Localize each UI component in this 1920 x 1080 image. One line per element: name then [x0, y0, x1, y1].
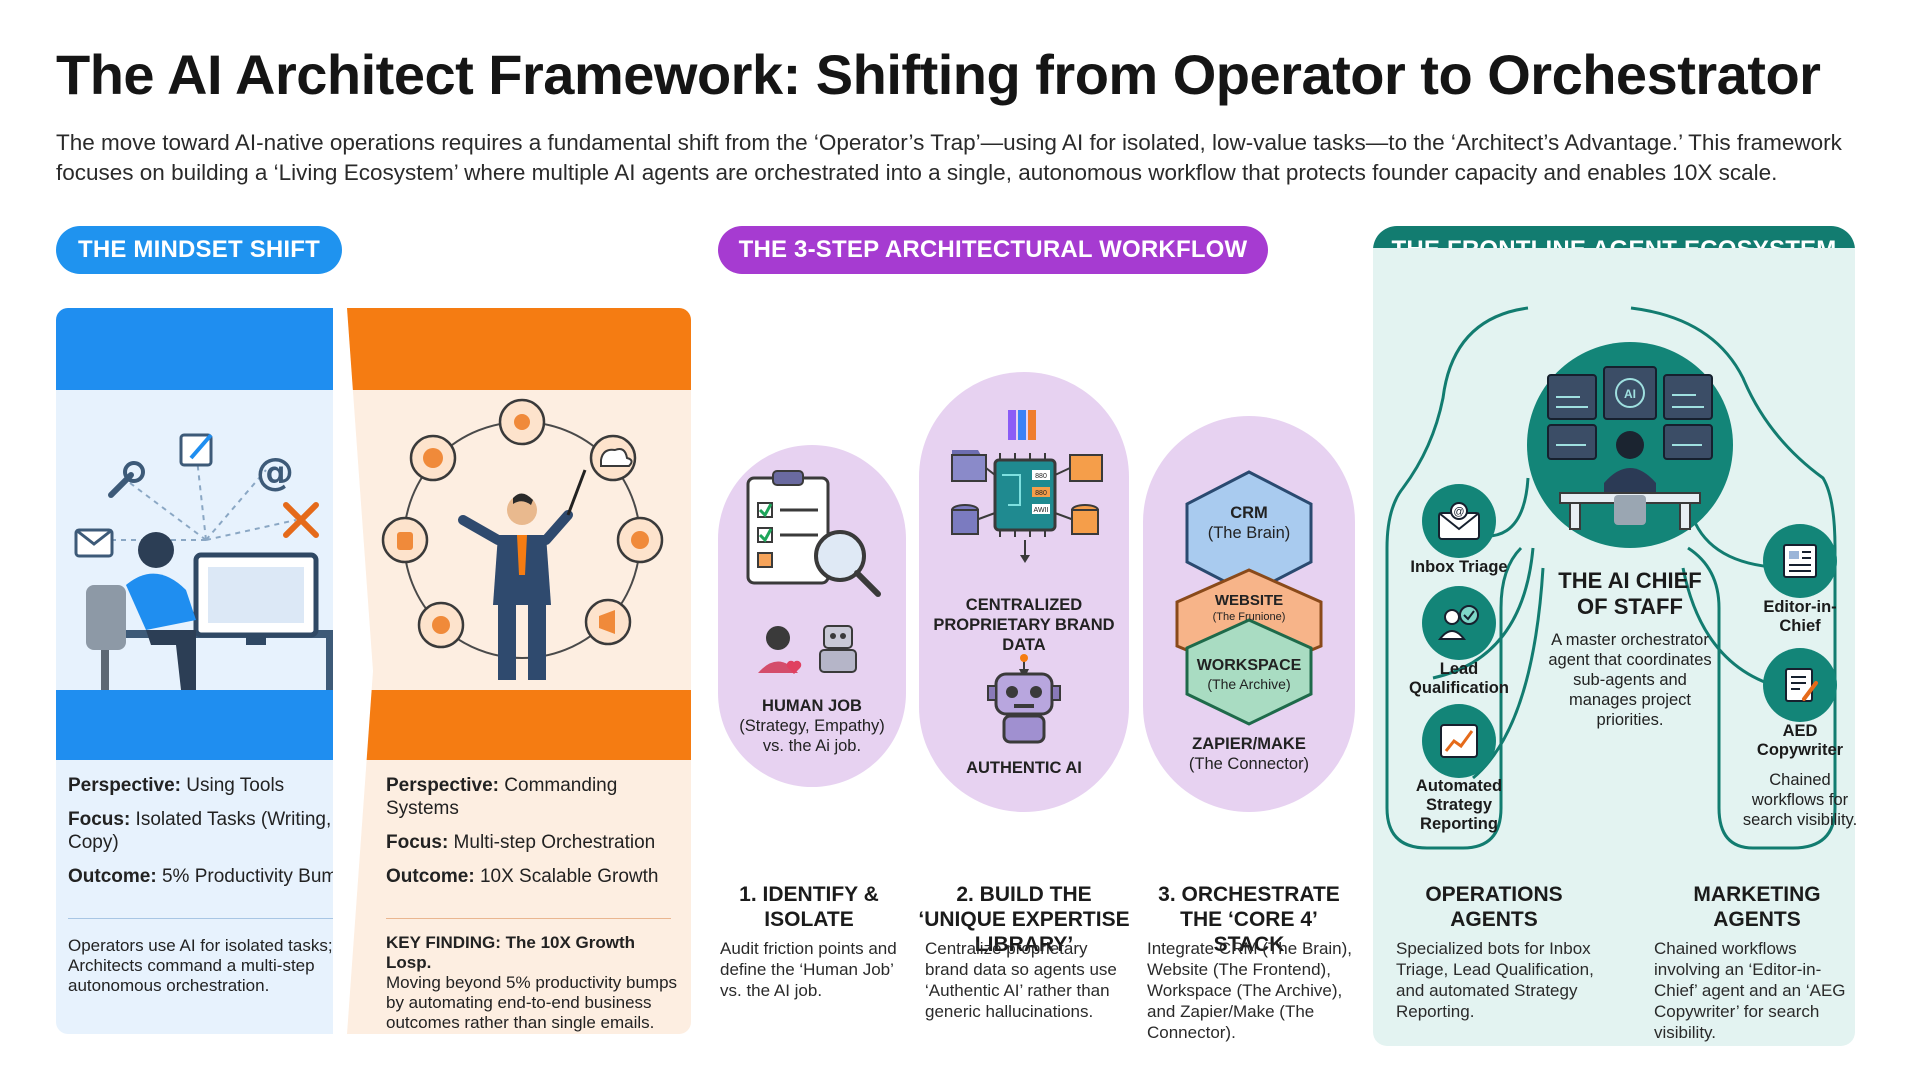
- operator-illustration: @: [74, 433, 346, 690]
- authentic-ai-label: AUTHENTIC AI: [966, 759, 1082, 777]
- chip-label-2: 880: [1035, 490, 1047, 497]
- capsule-human-job-text: HUMAN JOB (Strategy, Empathy) vs. the Ai…: [728, 696, 896, 756]
- document-pen-icon: [1785, 668, 1818, 702]
- operator-focus-label: Focus:: [68, 809, 131, 830]
- architect-top-band: [333, 308, 691, 390]
- robot-icon: [823, 625, 853, 649]
- architect-perspective: Commanding Systems: [386, 775, 618, 819]
- website-sub: (The Frunione): [1212, 611, 1286, 623]
- aed-copywriter-circle: [1763, 648, 1837, 722]
- architect-mid-band: [333, 690, 691, 760]
- chip-label-3: AWII: [1034, 507, 1049, 514]
- envelope-icon: @: [1438, 502, 1480, 540]
- workspace-label: WORKSPACE: [1196, 657, 1302, 674]
- operator-outcome: 5% Productivity Bump: [156, 866, 348, 887]
- user-check-icon: [1437, 605, 1479, 640]
- lead-qualification-circle: [1422, 586, 1496, 660]
- website-label: WEBSITE: [1214, 592, 1284, 609]
- zapier-label: ZAPIER/MAKE: [1192, 735, 1306, 753]
- at-sign-icon: @: [256, 450, 294, 494]
- envelope-icon: [74, 528, 114, 558]
- step-3-desc: Integrate CRM (The Brain), Website (The …: [1147, 939, 1353, 1042]
- chief-of-staff-circle: AI: [1527, 342, 1733, 548]
- operator-outcome-label: Outcome:: [68, 866, 157, 887]
- operator-mid-band: [56, 690, 366, 760]
- operator-panel: @ Perspective: Using Tools Focus: Isolat…: [56, 308, 366, 1034]
- step-1-desc: Audit friction points and define the ‘Hu…: [720, 939, 897, 1000]
- human-job-label: HUMAN JOB: [762, 697, 862, 715]
- architect-focus-label: Focus:: [386, 832, 449, 853]
- inbox-triage-label: Inbox Triage: [1410, 558, 1508, 576]
- section-header-mindset: THE MINDSET SHIFT: [56, 226, 342, 274]
- editor-in-chief-circle: [1763, 524, 1837, 598]
- operator-top-band: [56, 308, 366, 390]
- aed-copywriter-desc: Chained workflows for search visibility.: [1742, 771, 1858, 829]
- editor-in-chief-label: Editor-in-Chief: [1763, 598, 1837, 635]
- step-1-title: 1. IDENTIFY & ISOLATE: [739, 883, 879, 931]
- library-chip-icon: 880 880 AWII: [951, 410, 1103, 563]
- marketing-agents-title: MARKETING AGENTS: [1693, 883, 1821, 931]
- architect-illustration: [381, 398, 664, 680]
- crm-text: CRM (The Brain): [1163, 503, 1335, 543]
- strategy-reporting-label: Automated Strategy Reporting: [1415, 777, 1503, 833]
- wrench-icon: [108, 461, 145, 498]
- operator-focus: Isolated Tasks (Writing, Copy): [68, 809, 332, 853]
- inbox-triage-circle: @: [1422, 484, 1496, 558]
- operator-perspective-label: Perspective:: [68, 775, 182, 796]
- screen-ai-label: AI: [1624, 387, 1636, 401]
- architect-finding: KEY FINDING: The 10X Growth Losp. Moving…: [386, 933, 681, 1033]
- architect-facts: Perspective: Commanding Systems Focus: M…: [386, 774, 686, 899]
- strategy-reporting-circle: [1422, 704, 1496, 778]
- architect-outcome: 10X Scalable Growth: [474, 866, 659, 887]
- edit-icon: [179, 433, 213, 467]
- operator-facts: Perspective: Using Tools Focus: Isolated…: [68, 774, 358, 899]
- architect-divider: [386, 918, 671, 919]
- lead-qualification-label: Lead Qualification: [1409, 660, 1509, 697]
- crm-sub: (The Brain): [1207, 524, 1291, 542]
- authentic-ai-robot-icon: [987, 654, 1061, 744]
- section-header-workflow: THE 3-STEP ARCHITECTURAL WORKFLOW: [718, 226, 1268, 274]
- brand-data-label: CENTRALIZED PROPRIETARY BRAND DATA: [933, 596, 1115, 654]
- workspace-text: WORKSPACE (The Archive): [1163, 656, 1335, 694]
- marketing-agents-desc: Chained workflows involving an ‘Editor-i…: [1654, 939, 1846, 1042]
- command-center-icon: AI: [1547, 366, 1713, 530]
- svg-text:@: @: [1453, 506, 1464, 518]
- zapier-sub: (The Connector): [1188, 755, 1310, 773]
- workspace-hexagon: [1185, 618, 1313, 726]
- architect-outcome-label: Outcome:: [386, 866, 475, 887]
- key-finding-label: KEY FINDING: The 10X Growth Losp.: [386, 933, 636, 972]
- operator-note: Operators use AI for isolated tasks; Arc…: [68, 936, 333, 995]
- architect-focus: Multi-step Orchestration: [448, 832, 656, 853]
- chief-description: A master orchestrator agent that coordin…: [1548, 631, 1712, 729]
- step-2-desc: Centralize proprietary brand data so age…: [925, 939, 1117, 1021]
- page-title: The AI Architect Framework: Shifting fro…: [56, 43, 1821, 106]
- chart-report-icon: [1440, 724, 1478, 758]
- shift-arrow: [333, 308, 373, 1034]
- operator-divider: [68, 918, 333, 919]
- workspace-sub: (The Archive): [1207, 676, 1291, 692]
- website-text: WEBSITE (The Frunione): [1163, 592, 1335, 626]
- aed-copywriter-label: AED Copywriter: [1756, 722, 1844, 759]
- human-job-sub: (Strategy, Empathy) vs. the Ai job.: [739, 717, 885, 755]
- chief-title: THE AI CHIEF OF STAFF: [1558, 568, 1702, 619]
- crm-label: CRM: [1230, 504, 1268, 522]
- checklist-icon: [746, 470, 881, 674]
- tools-icon: [283, 502, 319, 538]
- key-finding-text: Moving beyond 5% productivity bumps by a…: [386, 973, 678, 1032]
- operations-agents-desc: Specialized bots for Inbox Triage, Lead …: [1396, 939, 1594, 1021]
- architect-perspective-label: Perspective:: [386, 775, 500, 796]
- step-3-title: 3. ORCHESTRATE THE ‘CORE 4’ STACK: [1158, 883, 1340, 956]
- step-2-title: 2. BUILD THE ‘UNIQUE EXPERTISE LIBRARY’: [918, 883, 1130, 956]
- chip-label-1: 880: [1035, 473, 1047, 480]
- intro-paragraph: The move toward AI-native operations req…: [56, 130, 1842, 185]
- operations-agents-title: OPERATIONS AGENTS: [1425, 883, 1563, 931]
- newspaper-icon: [1783, 544, 1817, 578]
- architect-panel: Perspective: Commanding Systems Focus: M…: [333, 308, 691, 1034]
- zapier-text: ZAPIER/MAKE (The Connector): [1153, 734, 1345, 774]
- operator-perspective: Using Tools: [181, 775, 285, 796]
- core-stack-hexagons: [1175, 470, 1323, 726]
